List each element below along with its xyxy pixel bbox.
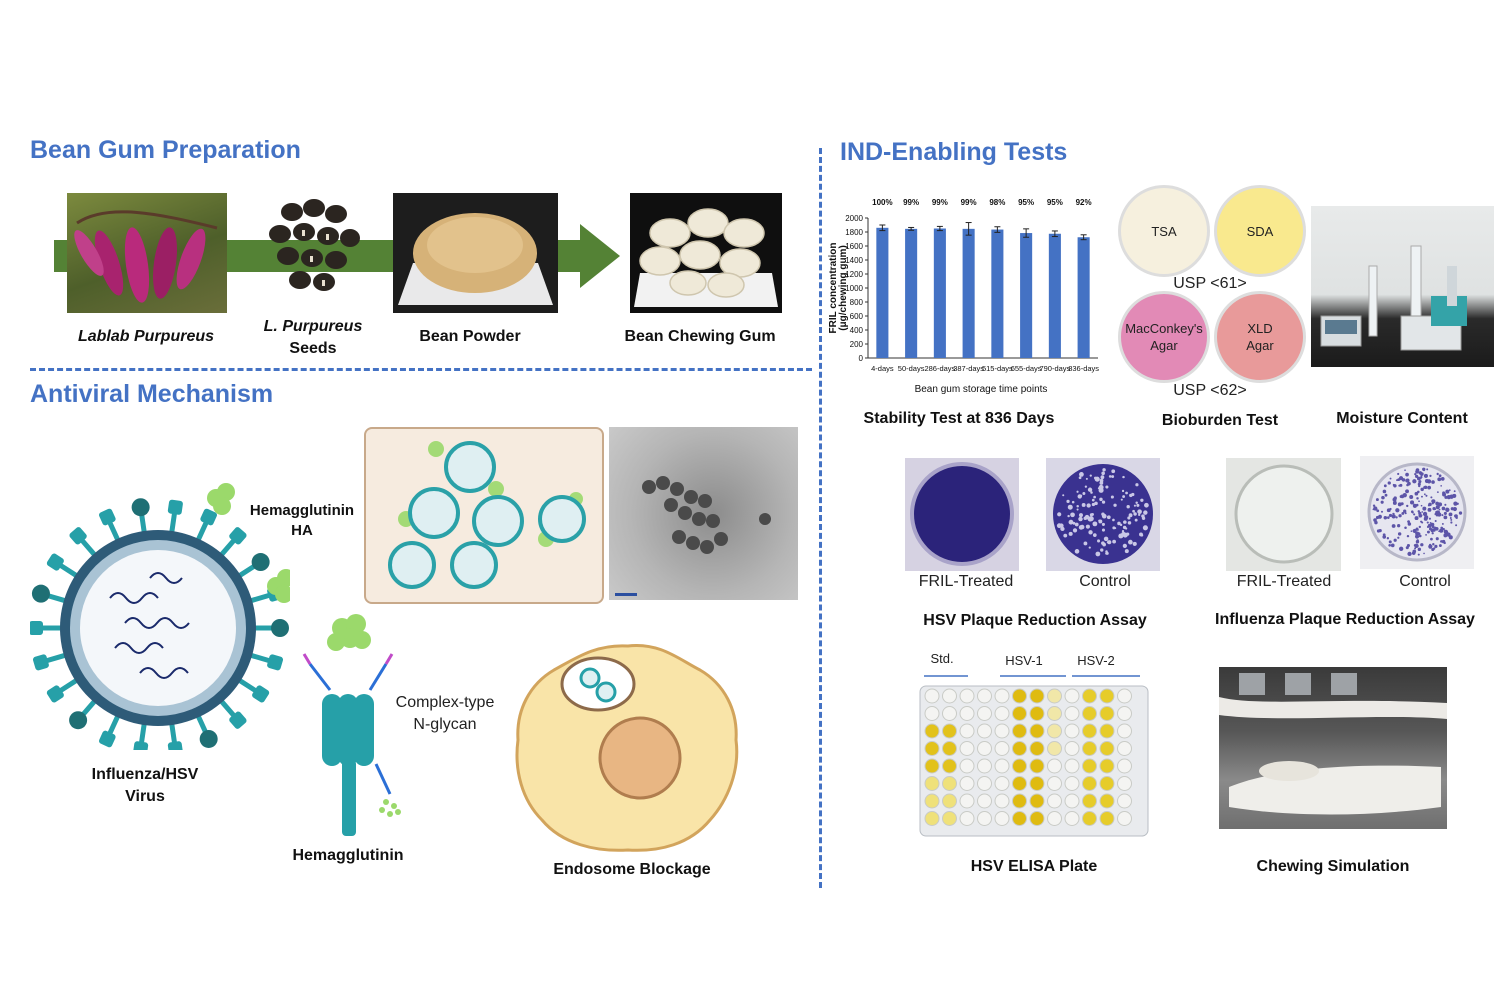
- horizontal-divider: [30, 368, 812, 371]
- bar: [1048, 233, 1061, 358]
- bar: [962, 228, 975, 358]
- usp62-label: USP <62>: [1173, 382, 1247, 399]
- x-tick-label: 50-days: [898, 364, 925, 373]
- dish-tsa-label: TSA: [1151, 223, 1177, 239]
- tem-image: [609, 427, 798, 600]
- dish-xld: XLD Agar: [1214, 291, 1306, 383]
- y-tick-label: 1000: [845, 284, 863, 293]
- dish-tsa: TSA: [1118, 185, 1210, 277]
- x-tick-label: 4-days: [871, 364, 894, 373]
- flu-control-well: [1360, 456, 1474, 569]
- data-label: 95%: [1047, 198, 1063, 207]
- glycan-label-line1: Complex-type: [395, 694, 495, 711]
- x-tick-label: 836-days: [1068, 364, 1099, 373]
- y-tick-label: 200: [850, 340, 864, 349]
- dish-mac-label-1: MacConkey's: [1125, 321, 1203, 336]
- moisture-caption: Moisture Content: [1336, 410, 1468, 427]
- flu-control-label: Control: [1399, 573, 1451, 590]
- dish-sda: SDA: [1214, 185, 1306, 277]
- bean-gum-title: Bean Gum Preparation: [30, 136, 301, 164]
- seeds-caption-line2: Seeds: [289, 340, 337, 357]
- bean-chewing-gum-photo: [630, 193, 782, 313]
- y-tick-label: 800: [850, 298, 864, 307]
- x-tick-label: 387-days: [953, 364, 984, 373]
- hsv-plaque-caption: HSV Plaque Reduction Assay: [923, 612, 1147, 629]
- y-tick-label: 1200: [845, 270, 863, 279]
- data-label: 99%: [961, 198, 977, 207]
- y-tick-label: 1600: [845, 242, 863, 251]
- dish-sda-label: SDA: [1246, 223, 1274, 239]
- chewing-simulator-photo: [1219, 667, 1447, 829]
- ha-label-line1: Hemagglutinin: [249, 502, 355, 519]
- seeds-caption-line1: L. Purpureus: [263, 318, 363, 335]
- hsv-control-label: Control: [1079, 573, 1131, 590]
- data-label: 98%: [989, 198, 1005, 207]
- elisa-plate: [919, 675, 1149, 837]
- bioburden-caption: Bioburden Test: [1161, 412, 1279, 429]
- bar: [1077, 237, 1090, 358]
- x-tick-label: 655-days: [1011, 364, 1042, 373]
- y-tick-label: 2000: [845, 214, 863, 223]
- ind-title: IND-Enabling Tests: [840, 138, 1068, 166]
- hsv-control-well: [1046, 458, 1160, 571]
- chewing-caption: Chewing Simulation: [1256, 858, 1410, 875]
- y-tick-label: 400: [850, 326, 864, 335]
- dish-xld-label-1: XLD: [1247, 321, 1273, 336]
- bean-powder-photo: [393, 193, 558, 313]
- usp61-label: USP <61>: [1173, 275, 1247, 292]
- chart-ylabel-line2: (μg/chewing gum): [838, 245, 849, 331]
- elisa-hsv2-label: HSV-2: [1077, 653, 1115, 668]
- virus-aggregation-panel: [364, 427, 604, 604]
- hsv-treated-well: [905, 458, 1019, 571]
- seeds-photo: [269, 199, 360, 291]
- data-label: 100%: [872, 198, 892, 207]
- y-tick-label: 0: [859, 354, 864, 363]
- antiviral-title: Antiviral Mechanism: [30, 380, 274, 408]
- gum-caption: Bean Chewing Gum: [624, 328, 776, 345]
- y-tick-label: 1400: [845, 256, 863, 265]
- chart-ylabel-line1: FRIL concentration: [828, 243, 839, 334]
- data-label: 99%: [903, 198, 919, 207]
- elisa-std-label: Std.: [930, 651, 954, 666]
- dish-xld-label-2: Agar: [1246, 338, 1274, 353]
- lablab-caption: Lablab Purpureus: [77, 328, 215, 345]
- x-tick-label: 286-days: [924, 364, 955, 373]
- endosome-caption: Endosome Blockage: [553, 861, 711, 878]
- endosome-cell-illustration: [515, 643, 739, 852]
- chart-xlabel: Bean gum storage time points: [915, 384, 1048, 395]
- glycan-label-line2: N-glycan: [413, 716, 477, 733]
- elisa-hsv1-label: HSV-1: [1005, 653, 1043, 668]
- stability-caption: Stability Test at 836 Days: [863, 410, 1055, 427]
- bar: [933, 228, 946, 358]
- elisa-caption: HSV ELISA Plate: [970, 858, 1098, 875]
- bar: [876, 227, 889, 358]
- data-label: 95%: [1018, 198, 1034, 207]
- x-tick-label: 515-days: [982, 364, 1013, 373]
- hemagglutinin-illustration: [302, 614, 401, 836]
- data-label: 99%: [932, 198, 948, 207]
- y-tick-label: 1800: [845, 228, 863, 237]
- y-tick-label: 600: [850, 312, 864, 321]
- bar: [991, 229, 1004, 358]
- ha-label-line2: HA: [291, 522, 313, 539]
- stability-bar-chart: FRIL concentration (μg/chewing gum) Bean…: [828, 198, 1099, 395]
- lablab-purpureus-photo: [67, 193, 227, 313]
- dish-mac-label-2: Agar: [1150, 338, 1178, 353]
- flu-treated-label: FRIL-Treated: [1236, 573, 1332, 590]
- hemagglutinin-caption: Hemagglutinin: [292, 847, 404, 864]
- bar: [905, 228, 918, 358]
- bar: [1020, 233, 1033, 358]
- virus-illustration: [30, 483, 290, 750]
- virus-caption-line2: Virus: [125, 788, 165, 805]
- virus-caption-line1: Influenza/HSV: [91, 766, 199, 783]
- flu-plaque-caption: Influenza Plaque Reduction Assay: [1215, 611, 1475, 628]
- moisture-analyzer-photo: [1311, 206, 1494, 367]
- hsv-treated-label: FRIL-Treated: [918, 573, 1014, 590]
- vertical-divider: [819, 148, 822, 888]
- flu-treated-well: [1226, 458, 1341, 571]
- data-label: 92%: [1076, 198, 1092, 207]
- powder-caption: Bean Powder: [419, 328, 521, 345]
- x-tick-label: 790-days: [1039, 364, 1070, 373]
